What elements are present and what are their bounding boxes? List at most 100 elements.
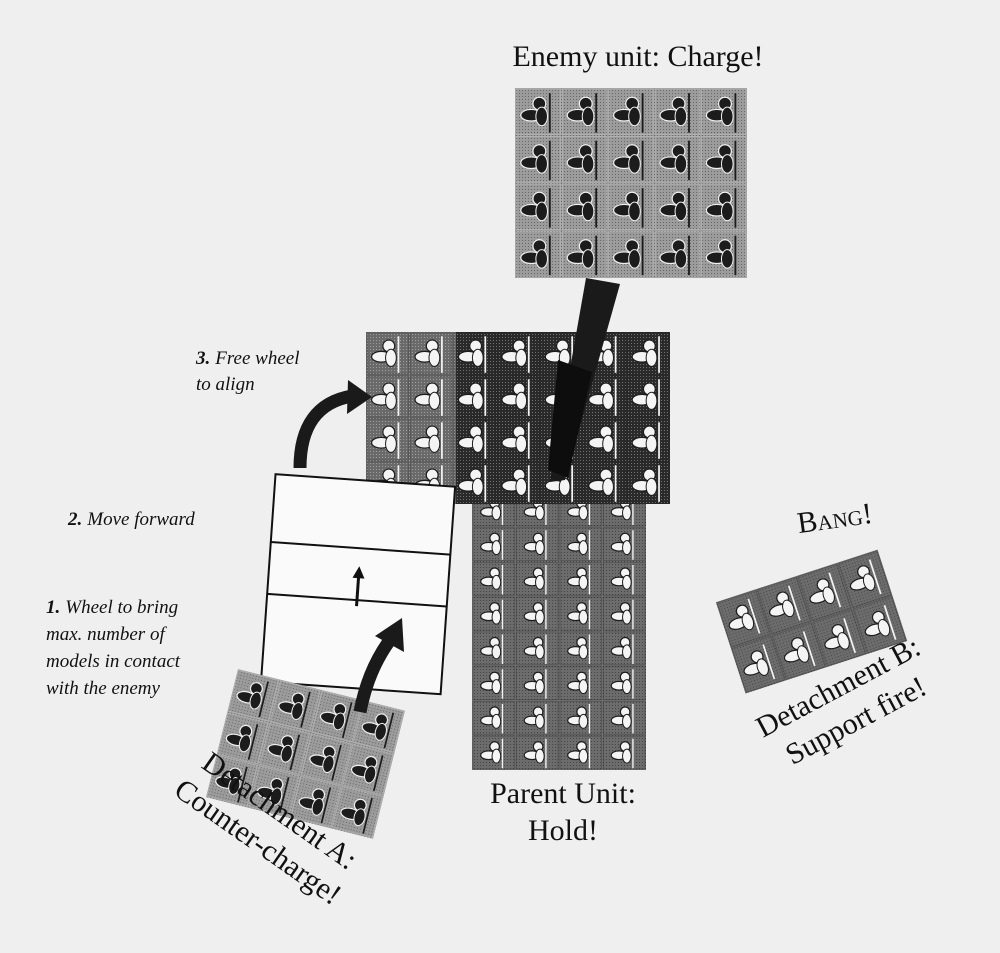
soldier-figure <box>608 183 654 230</box>
step-3-number: 3. <box>195 348 210 369</box>
soldier-figure <box>608 136 654 183</box>
soldier-figure <box>366 418 409 461</box>
step-1-number: 1. <box>46 597 60 618</box>
soldier-figure <box>603 666 646 700</box>
soldier-figure <box>472 596 515 631</box>
soldier-figure <box>342 743 394 796</box>
soldier-figure <box>496 375 540 418</box>
soldier-figure <box>561 183 608 230</box>
soldier-figure <box>515 231 561 278</box>
soldier-figure <box>453 332 496 375</box>
soldier-figure <box>516 527 559 561</box>
step-3-line2: to align <box>196 374 255 395</box>
soldier-figure <box>409 332 453 375</box>
soldier-figure <box>559 596 602 631</box>
soldier-figure <box>496 418 540 461</box>
movement-outline-line <box>270 541 451 556</box>
step-2-number: 2. <box>67 509 82 530</box>
soldier-figure <box>248 765 300 818</box>
soldier-figure <box>627 418 670 461</box>
soldier-figure <box>206 755 258 807</box>
soldier-figure <box>654 88 701 135</box>
step-1-line4: with the enemy <box>46 678 161 699</box>
charge-arrow-head <box>548 360 592 478</box>
soldier-figure <box>654 183 701 230</box>
soldier-figure <box>516 666 559 700</box>
soldier-figure <box>516 735 559 770</box>
soldier-figure <box>515 183 561 230</box>
movement-outline <box>259 473 457 696</box>
soldier-figure <box>217 712 269 765</box>
soldier-figure <box>331 786 383 839</box>
soldier-figure <box>603 596 646 631</box>
soldier-figure <box>608 231 654 278</box>
soldier-figure <box>603 527 646 561</box>
soldier-figure <box>409 375 453 418</box>
soldier-figure <box>472 701 515 735</box>
soldier-figure <box>627 461 670 504</box>
soldier-figure <box>559 527 602 561</box>
soldier-figure <box>516 562 559 596</box>
soldier-figure <box>812 609 867 667</box>
soldier-figure <box>701 88 747 135</box>
soldier-figure <box>561 136 608 183</box>
soldier-figure <box>516 701 559 735</box>
soldier-figure <box>837 550 892 608</box>
detachment-b <box>715 549 908 694</box>
soldier-figure <box>608 88 654 135</box>
soldier-figure <box>515 88 561 135</box>
soldier-figure <box>409 418 453 461</box>
soldier-figure <box>559 631 602 666</box>
soldier-figure <box>701 136 747 183</box>
soldier-figure <box>516 631 559 666</box>
soldier-figure <box>603 562 646 596</box>
soldier-figure <box>227 669 280 722</box>
parent-unit <box>472 492 646 770</box>
soldier-figure <box>583 461 627 504</box>
soldier-figure <box>654 136 701 183</box>
parent-label-line2: Hold! <box>528 814 598 847</box>
bang-label: Bang! <box>795 497 874 540</box>
soldier-figure <box>472 666 515 700</box>
forward-arrow-shaft <box>355 574 361 607</box>
step-1-note: 1.Wheel to bring max. number of models i… <box>46 597 181 699</box>
soldier-figure <box>472 527 515 561</box>
soldier-figure <box>627 332 670 375</box>
detachment-a <box>206 669 405 839</box>
soldier-figure <box>472 631 515 666</box>
soldier-figure <box>472 562 515 596</box>
soldier-figure <box>603 735 646 770</box>
svg-text:3.Free wheel: 3.Free wheel <box>195 348 299 369</box>
soldier-figure <box>269 680 321 732</box>
step-1-line2: max. number of <box>46 624 167 645</box>
soldier-figure <box>353 700 405 753</box>
soldier-figure <box>496 461 540 504</box>
soldier-figure <box>366 332 409 375</box>
soldier-figure <box>716 589 771 648</box>
soldier-figure <box>559 666 602 700</box>
step-1-line3: models in contact <box>46 651 181 672</box>
wheel-arrow-upper-head <box>347 380 372 414</box>
soldier-figure <box>453 375 496 418</box>
soldier-figure <box>654 231 701 278</box>
soldier-figure <box>731 635 786 693</box>
soldier-figure <box>561 231 608 278</box>
enemy-unit <box>515 88 747 278</box>
soldier-figure <box>603 631 646 666</box>
soldier-figure <box>516 596 559 631</box>
step-3-note: 3.Free wheel to align <box>195 348 299 395</box>
wheel-arrow-lower <box>353 636 396 714</box>
step-2-note: 2.Move forward <box>67 509 195 530</box>
soldier-figure <box>472 735 515 770</box>
soldier-figure <box>701 231 747 278</box>
soldier-figure <box>496 332 540 375</box>
wheel-arrow-upper <box>293 389 354 469</box>
soldier-figure <box>300 733 352 786</box>
soldier-figure <box>559 562 602 596</box>
soldier-figure <box>756 576 811 635</box>
soldier-figure <box>453 461 496 504</box>
soldier-figure <box>603 701 646 735</box>
step-3-line1: Free wheel <box>214 348 299 369</box>
soldier-figure <box>559 735 602 770</box>
